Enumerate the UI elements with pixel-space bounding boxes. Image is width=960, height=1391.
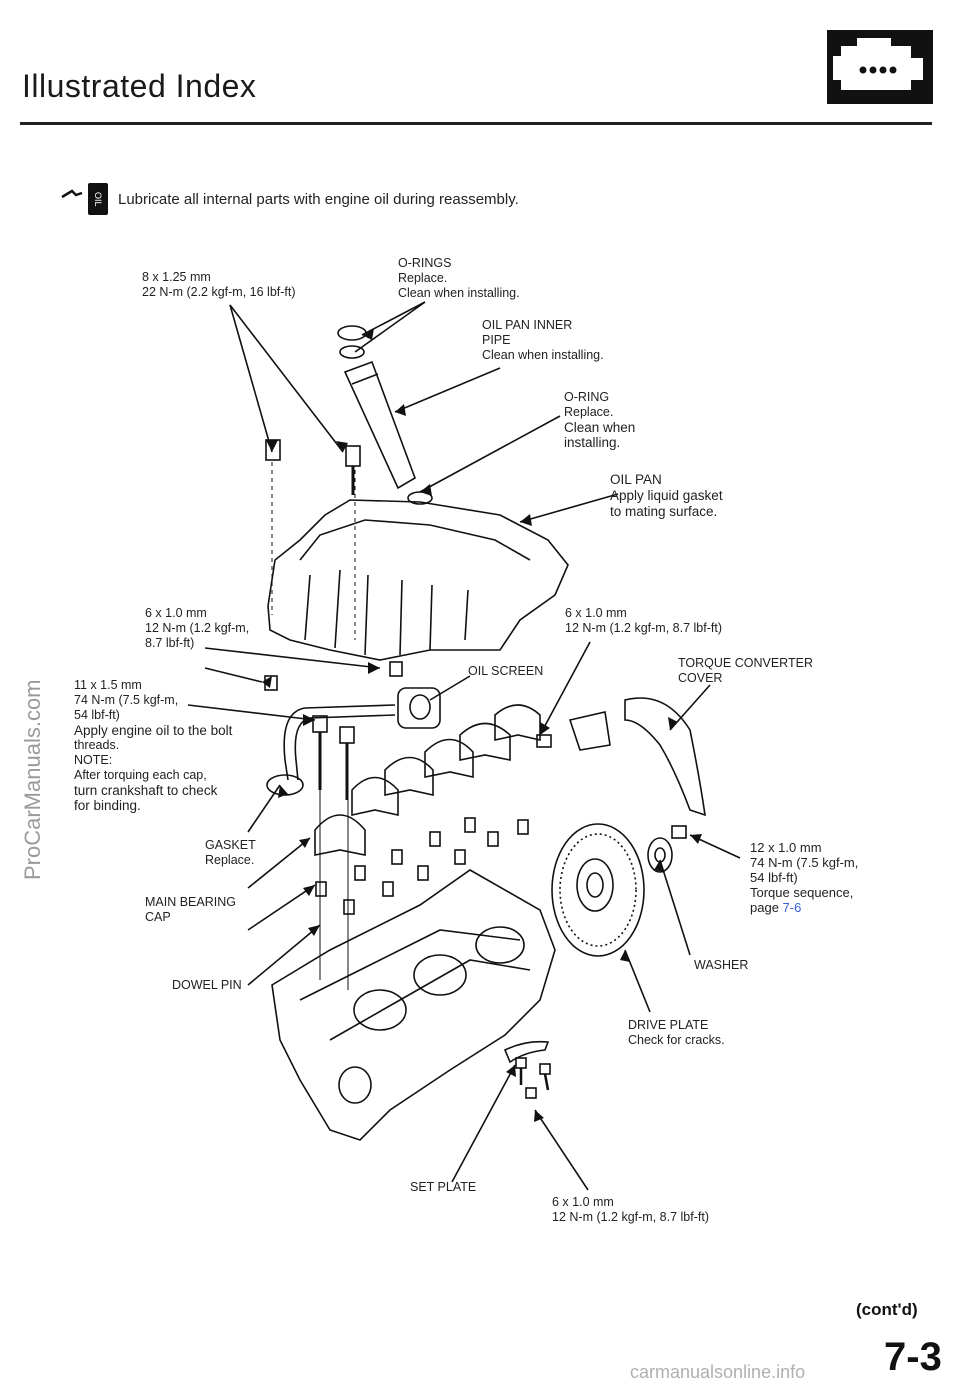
label-bolt-6x10-bottom: 6 x 1.0 mm 12 N-m (1.2 kgf-m, 8.7 lbf-ft…	[552, 1195, 709, 1224]
label-torque-converter-cover: TORQUE CONVERTER COVER	[678, 656, 813, 685]
oil-icon-label: OIL	[88, 183, 108, 215]
label-oil-pan: OIL PAN Apply liquid gasket to mating su…	[610, 472, 723, 519]
label-gasket: GASKET Replace.	[205, 838, 256, 867]
engine-section-icon	[827, 30, 933, 104]
page-title: Illustrated Index	[22, 68, 257, 104]
label-o-ring: O-RING Replace. Clean when installing.	[564, 390, 636, 450]
watermark-procarmanuals: ProCarManuals.com	[20, 679, 45, 880]
header-rule	[20, 122, 932, 125]
label-oil-pan-inner-pipe: OIL PAN INNER PIPE Clean when installing…	[482, 318, 604, 362]
lubrication-text: Lubricate all internal parts with engine…	[118, 190, 519, 208]
page-number: 7-3	[884, 1335, 942, 1379]
label-washer: WASHER	[694, 958, 749, 972]
label-bolt-6x10-right: 6 x 1.0 mm 12 N-m (1.2 kgf-m, 8.7 lbf-ft…	[565, 606, 722, 635]
label-set-plate: SET PLATE	[410, 1180, 477, 1194]
label-bolt-11x15: 11 x 1.5 mm 74 N-m (7.5 kgf-m, 54 lbf-ft…	[74, 678, 233, 813]
label-bolt-8x125: 8 x 1.25 mm 22 N-m (2.2 kgf-m, 16 lbf-ft…	[142, 270, 296, 299]
label-main-bearing-cap: MAIN BEARING CAP	[145, 895, 236, 924]
oil-can-icon	[60, 189, 86, 209]
label-bolt-12x10: 12 x 1.0 mm 74 N-m (7.5 kgf-m, 54 lbf-ft…	[750, 840, 859, 915]
label-drive-plate: DRIVE PLATE Check for cracks.	[628, 1018, 725, 1047]
watermark-carmanualsonline: carmanualsonline.info	[630, 1362, 806, 1382]
lubrication-note: OIL Lubricate all internal parts with en…	[60, 183, 519, 215]
label-dowel-pin: DOWEL PIN	[172, 978, 242, 992]
label-oil-screen: OIL SCREEN	[468, 664, 544, 678]
page-7-6-link[interactable]: 7-6	[782, 900, 802, 915]
label-bolt-6x10-left: 6 x 1.0 mm 12 N-m (1.2 kgf-m, 8.7 lbf-ft…	[145, 606, 250, 650]
continued-marker: (cont'd)	[856, 1300, 918, 1319]
label-o-rings: O-RINGS Replace. Clean when installing.	[398, 256, 520, 300]
